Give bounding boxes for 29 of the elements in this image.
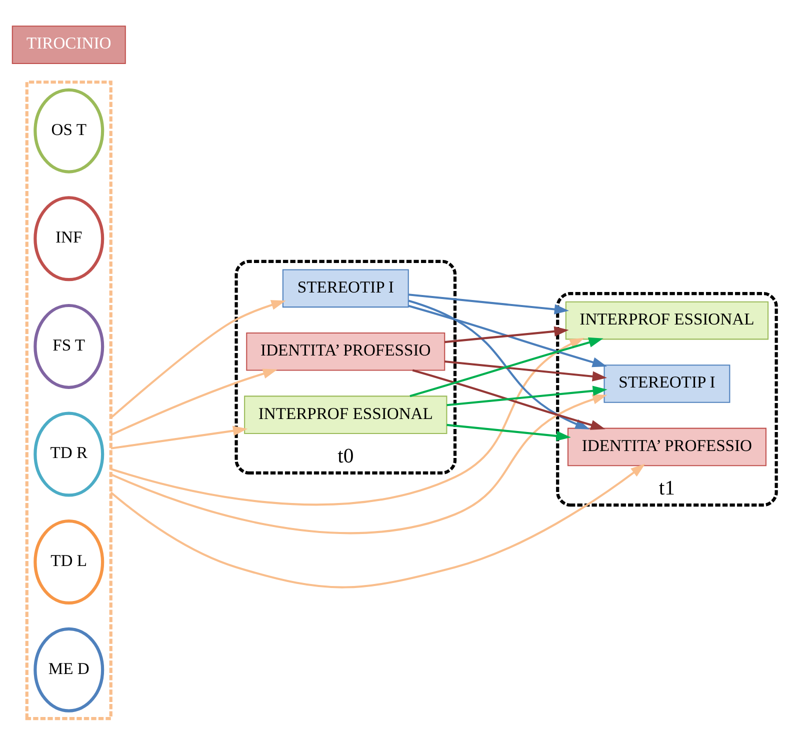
arrow: [408, 294, 569, 314]
node-ellipse: FS T: [34, 304, 104, 389]
arrow: [110, 394, 608, 534]
arrow: [446, 424, 571, 442]
node-ellipse: TD L: [34, 520, 104, 605]
arrow: [444, 360, 607, 382]
node-box: TIROCINIO: [12, 26, 126, 64]
node-box: IDENTITA’ PROFESSIO: [246, 332, 446, 371]
arrow: [444, 326, 569, 344]
node-box: IDENTITA’ PROFESSIO: [567, 428, 766, 466]
node-box: STEREOTIP I: [282, 269, 409, 308]
node-ellipse: INF: [34, 196, 104, 282]
arrow: [110, 426, 248, 450]
arrow: [110, 368, 278, 436]
node-ellipse: OS T: [34, 88, 104, 174]
node-box: STEREOTIP I: [604, 364, 730, 403]
arrow: [446, 386, 608, 406]
node-box: INTERPROF ESSIONAL: [244, 396, 448, 434]
arrow: [110, 338, 584, 506]
arrow: [408, 304, 608, 368]
arrow: [408, 300, 590, 430]
arrow: [110, 300, 286, 419]
node-box: INTERPROF ESSIONAL: [565, 301, 769, 340]
node-ellipse: TD R: [34, 412, 104, 497]
arrow: [410, 337, 604, 398]
cluster: [25, 80, 112, 720]
node-ellipse: ME D: [34, 627, 104, 712]
arrow: [110, 464, 646, 588]
arrow: [412, 369, 606, 430]
